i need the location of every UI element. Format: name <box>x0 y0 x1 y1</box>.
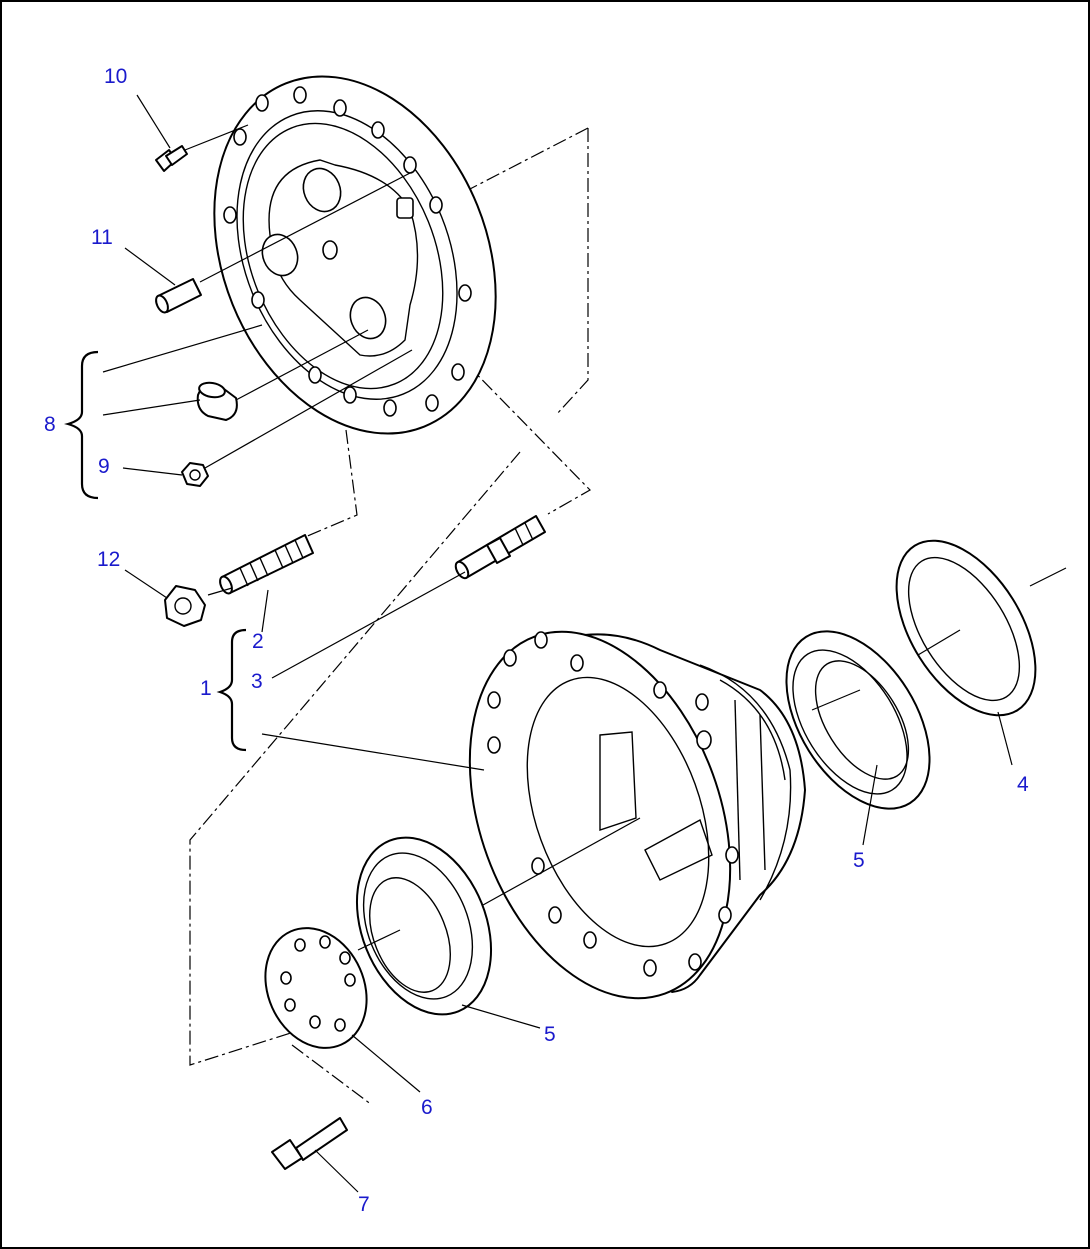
callout-5-left: 5 <box>544 1023 556 1046</box>
callout-6: 6 <box>421 1096 433 1119</box>
brace-group-8 <box>63 350 99 500</box>
callout-3: 3 <box>251 670 263 693</box>
cap-nut-12 <box>164 585 206 627</box>
brace-group-1 <box>216 628 247 752</box>
cover-plate <box>213 75 497 435</box>
bolt-10 <box>155 145 188 172</box>
stud-3 <box>454 515 546 580</box>
stud-2 <box>219 534 314 595</box>
callout-2: 2 <box>252 630 264 653</box>
bolt-7 <box>271 1117 348 1170</box>
wheel-hub <box>468 630 806 1000</box>
callout-10: 10 <box>104 65 127 88</box>
callout-1: 1 <box>200 677 212 700</box>
callout-9: 9 <box>98 455 110 478</box>
bearing-5-outer <box>785 630 931 810</box>
bushing-8 <box>196 381 238 421</box>
callout-12: 12 <box>97 548 120 571</box>
callout-11: 11 <box>91 226 113 249</box>
callout-4: 4 <box>1017 773 1029 796</box>
leader-lines <box>102 94 1067 1193</box>
nut-9 <box>181 462 209 487</box>
retainer-plate-6 <box>264 927 368 1049</box>
callout-7: 7 <box>358 1193 370 1216</box>
seal-4 <box>895 539 1037 717</box>
callout-8: 8 <box>44 413 56 436</box>
pin-11 <box>155 278 202 314</box>
bearing-5-inner <box>355 836 493 1016</box>
callouts: 10 11 8 9 12 2 3 1 4 5 5 6 7 <box>44 65 1029 1216</box>
callout-5-right: 5 <box>853 849 865 872</box>
